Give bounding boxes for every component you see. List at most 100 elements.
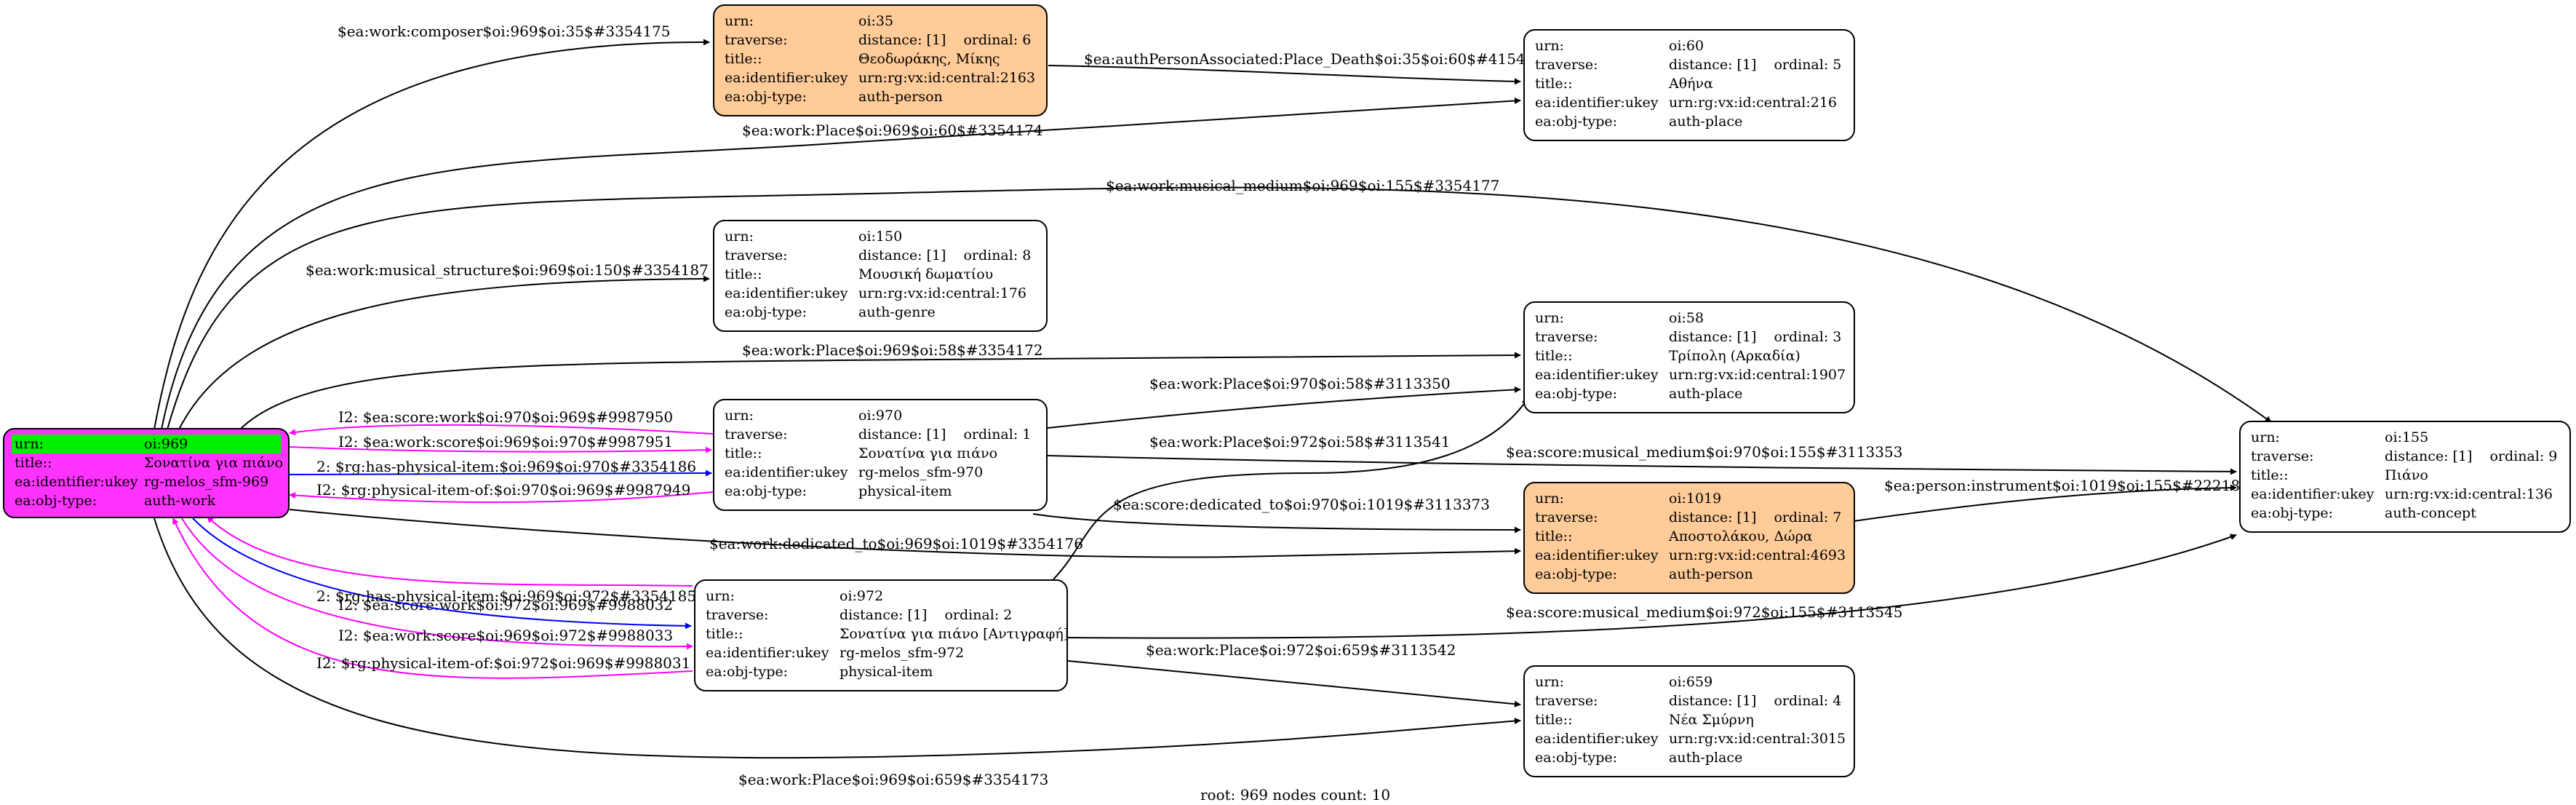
key-traverse: traverse: — [725, 247, 788, 263]
row-traverse: traverse:distance: [1]ordinal: 9 — [2251, 447, 2559, 466]
node-oi-58[interactable]: urn:oi:58 traverse:distance: [1]ordinal:… — [1523, 301, 1855, 413]
edge-e2 — [1048, 65, 1521, 85]
value-urn: oi:60 — [1669, 38, 1704, 54]
key-objtype: ea:obj-type: — [706, 664, 789, 680]
value-traverse: distance: [1] — [2385, 448, 2473, 464]
node-oi-155[interactable]: urn: oi:155 traverse:distance: [1]ordinal… — [2239, 421, 2571, 533]
row-traverse: traverse:distance: [1]ordinal: 3 — [1535, 328, 1843, 346]
edge-label-e20: I2: $rg:physical-item-of:$oi:972$oi:969$… — [316, 654, 690, 672]
key-traverse: traverse: — [1535, 509, 1598, 526]
key-title: title:: — [1535, 76, 1573, 92]
edge-label-e8: I2: $ea:work:score$oi:969$oi:970$#998795… — [338, 433, 673, 451]
value-title: Νέα Σμύρνη — [1669, 712, 1754, 728]
row-title: title::Τρίπολη (Αρκαδία) — [1535, 346, 1843, 365]
edge-e9 — [289, 469, 712, 477]
value-objtype: auth-person — [1669, 566, 1753, 582]
key-title: title:: — [1535, 348, 1573, 364]
key-traverse: traverse: — [1535, 693, 1598, 709]
row-traverse: traverse:distance: [1]ordinal: 4 — [1535, 691, 1843, 710]
edge-label-e19: I2: $ea:work:score$oi:969$oi:972$#998803… — [338, 627, 673, 644]
edge-label-e15: $ea:person:instrument$oi:1019$oi:155$#22… — [1884, 477, 2249, 494]
row-title: title::Αποστολάκου, Δώρα — [1535, 527, 1843, 546]
value-traverse: distance: [1] — [1669, 509, 1757, 526]
edge-label-e6: $ea:work:Place$oi:969$oi:58$#3354172 — [742, 341, 1043, 359]
row-traverse: traverse:distance: [1]ordinal: 5 — [1535, 55, 1843, 74]
root-node-oi-969[interactable]: urn:oi:969 title::Σονατίνα για πιάνο ea:… — [3, 428, 290, 518]
key-urn: urn: — [1535, 310, 1564, 326]
key-title: title:: — [706, 626, 743, 642]
key-ukey: ea:identifier:ukey — [1535, 731, 1659, 747]
key-urn: urn: — [2251, 429, 2280, 445]
value-ukey: urn:rg:vx:id:central:4693 — [1669, 547, 1846, 563]
node-oi-972[interactable]: urn:oi:972 traverse:distance: [1]ordinal… — [694, 579, 1069, 691]
edge-e8 — [289, 446, 712, 453]
value-title: Πιάνο — [2385, 467, 2428, 483]
node-oi-1019[interactable]: urn:oi:1019 traverse:distance: [1]ordina… — [1523, 482, 1855, 594]
key-traverse: traverse: — [1535, 329, 1598, 345]
value-traverse: distance: [1] — [858, 32, 946, 48]
row-urn: urn: oi:155 — [2251, 428, 2559, 447]
row-urn: urn:oi:972 — [706, 587, 1056, 606]
node-oi-970[interactable]: urn:oi:970 traverse:distance: [1]ordinal… — [713, 399, 1048, 511]
row-urn: urn:oi:969 — [12, 435, 281, 453]
edge-label-e16: $ea:work:dedicated_to$oi:969$oi:1019$#33… — [709, 535, 1083, 552]
value-title: Μουσική δωματίου — [858, 266, 994, 282]
node-oi-60[interactable]: urn:oi:60 traverse:distance: [1]ordinal:… — [1523, 29, 1855, 141]
edge-e1 — [153, 39, 710, 430]
key-objtype: ea:obj-type: — [2251, 505, 2334, 521]
row-objtype: ea:obj-type:auth-place — [1535, 748, 1843, 767]
node-oi-35[interactable]: urn:oi:35 traverse:distance: [1]ordinal:… — [713, 4, 1048, 116]
row-urn: urn:oi:659 — [1535, 673, 1843, 691]
value-ordinal: ordinal: 4 — [1774, 693, 1842, 709]
edge-label-e3: $ea:work:Place$oi:969$oi:60$#3354174 — [742, 122, 1043, 139]
edge-label-e10: I2: $rg:physical-item-of:$oi:970$oi:969$… — [316, 481, 690, 499]
row-objtype: ea:obj-type:auth-person — [725, 87, 1036, 106]
key-title: title:: — [2251, 467, 2289, 483]
edge-label-e4: $ea:work:musical_medium$oi:969$oi:155$#3… — [1106, 177, 1499, 194]
edge-e15 — [1853, 484, 2237, 522]
key-ukey: ea:identifier:ukey — [1535, 547, 1659, 563]
key-ukey: ea:identifier:ukey — [725, 70, 848, 86]
edge-e5 — [178, 275, 710, 432]
key-objtype: ea:obj-type: — [1535, 750, 1618, 766]
value-objtype: physical-item — [840, 664, 933, 680]
value-urn: oi:150 — [858, 229, 903, 245]
row-traverse: traverse:distance: [1]ordinal: 6 — [725, 31, 1036, 49]
value-ordinal: ordinal: 3 — [1774, 329, 1842, 345]
edge-e6 — [239, 352, 1521, 430]
key-urn: urn: — [15, 436, 44, 452]
key-urn: urn: — [725, 229, 754, 245]
row-traverse: traverse:distance: [1]ordinal: 7 — [1535, 508, 1843, 527]
row-ukey: ea:identifier:ukey rg-melos_sfm-969 — [15, 472, 278, 491]
value-objtype: auth-work — [144, 493, 216, 509]
value-urn: oi:155 — [2385, 429, 2429, 445]
value-ukey: rg-melos_sfm-970 — [858, 464, 984, 480]
key-traverse: traverse: — [1535, 57, 1598, 73]
row-objtype: ea:obj-type:auth-place — [1535, 112, 1843, 131]
row-objtype: ea:obj-type: auth-person — [1535, 565, 1843, 584]
key-title: title:: — [725, 266, 762, 282]
value-ukey: rg-melos_sfm-969 — [144, 474, 269, 490]
node-oi-150[interactable]: urn:oi:150 traverse:distance: [1]ordinal… — [713, 220, 1048, 332]
key-urn: urn: — [1535, 491, 1564, 507]
value-ordinal: ordinal: 5 — [1774, 57, 1842, 73]
row-urn: urn:oi:60 — [1535, 36, 1843, 55]
key-objtype: ea:obj-type: — [1535, 386, 1618, 402]
value-title: Θεοδωράκης, Μίκης — [858, 51, 1000, 67]
edge-e21 — [1067, 534, 2237, 639]
value-urn: oi:970 — [858, 408, 903, 424]
key-ukey: ea:identifier:ukey — [1535, 367, 1659, 383]
key-ukey: ea:identifier:ukey — [15, 474, 138, 490]
row-urn: urn:oi:58 — [1535, 309, 1843, 328]
key-objtype: ea:obj-type: — [1535, 566, 1618, 582]
row-traverse: traverse:distance: [1]ordinal: 2 — [706, 606, 1056, 624]
edge-e22 — [1067, 660, 1521, 707]
key-urn: urn: — [706, 588, 735, 604]
value-objtype: auth-concept — [2385, 505, 2476, 521]
edge-e19 — [181, 518, 693, 650]
value-urn: oi:659 — [1669, 674, 1713, 690]
node-oi-659[interactable]: urn:oi:659 traverse:distance: [1]ordinal… — [1523, 665, 1855, 777]
